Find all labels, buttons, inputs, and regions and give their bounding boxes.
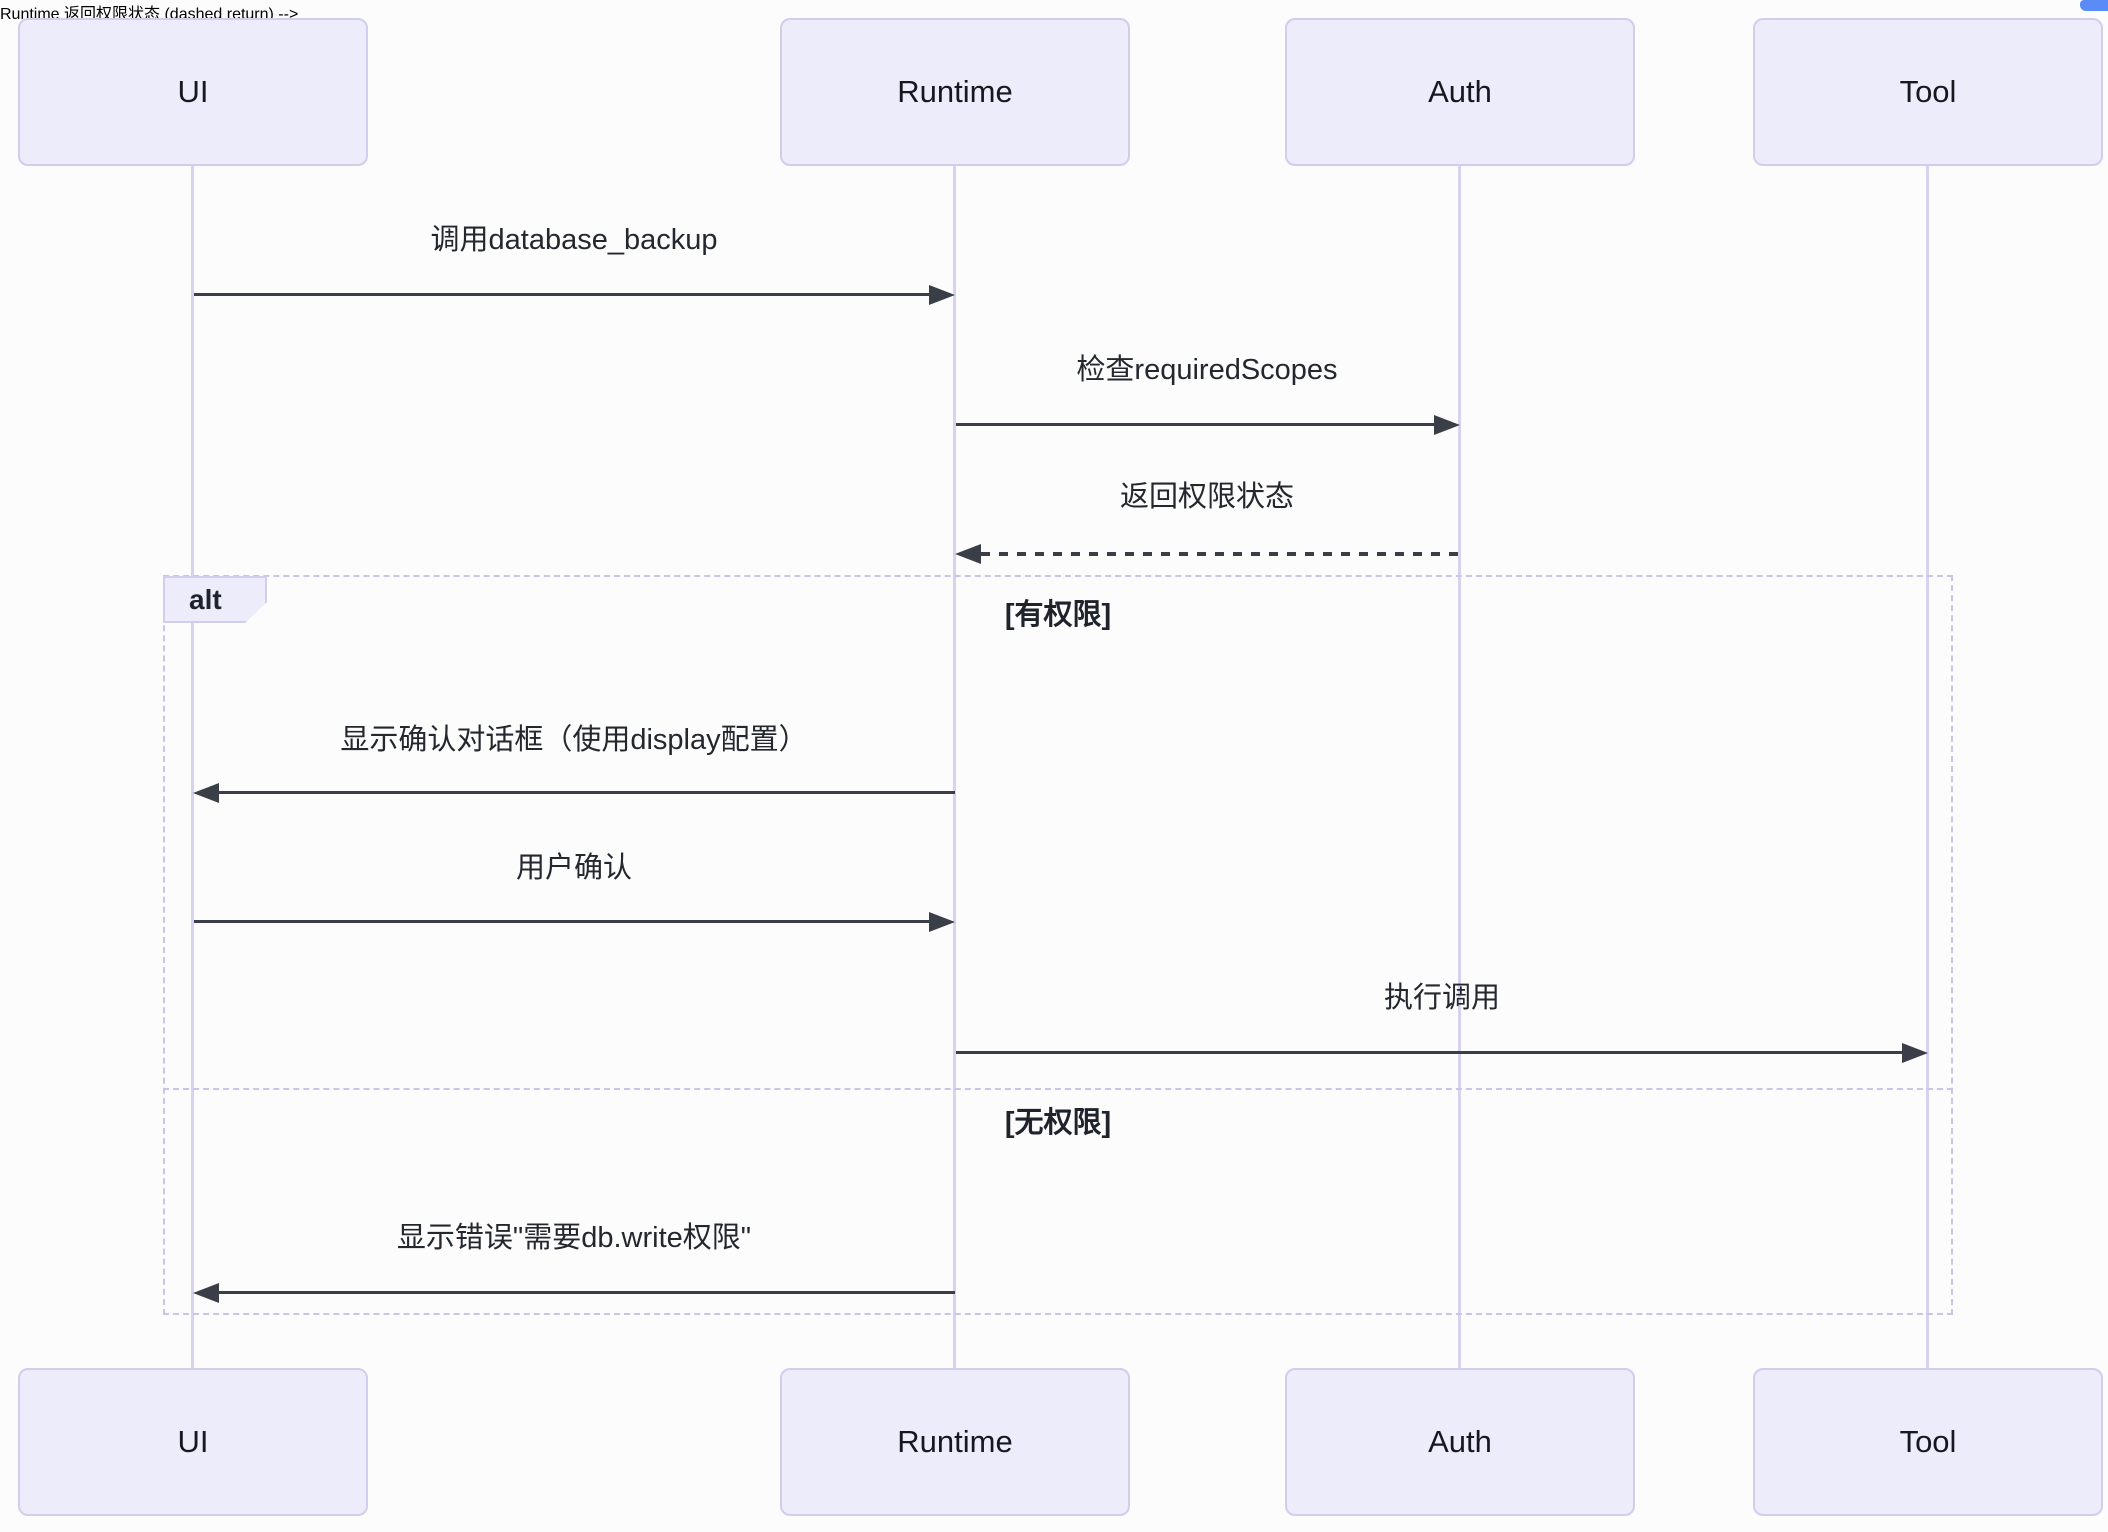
alt-label-text: alt [189, 583, 222, 615]
alt-frame-label: alt [163, 576, 267, 623]
participant-bottom-ui: UI [18, 1368, 368, 1516]
message-5-line [194, 920, 931, 923]
message-1-arrowhead-right [929, 285, 955, 305]
participant-label: Tool [1899, 1424, 1957, 1459]
alt-section-divider [163, 1088, 1953, 1090]
lifeline-runtime [953, 166, 956, 1368]
participant-bottom-tool: Tool [1753, 1368, 2103, 1516]
message-1-label: 调用database_backup [430, 224, 718, 256]
message-2-label: 检查requiredScopes [1076, 354, 1338, 386]
participant-label: Auth [1428, 74, 1492, 109]
corner-accent-chip[interactable] [2080, 0, 2108, 11]
alt-frame [163, 575, 1953, 1315]
participant-label: Runtime [897, 74, 1013, 109]
participant-label: Auth [1428, 1424, 1492, 1459]
participant-label: UI [177, 1424, 209, 1459]
message-5-arrowhead-right [929, 912, 955, 932]
message-2-arrowhead-right [1434, 415, 1460, 435]
participant-bottom-auth: Auth [1285, 1368, 1635, 1516]
participant-label: UI [177, 74, 209, 109]
lifeline-auth [1458, 166, 1461, 1368]
alt-condition-has-permission: [有权限] [1004, 599, 1112, 631]
message-4-line [217, 791, 955, 794]
message-1-line [194, 293, 931, 296]
participant-top-tool: Tool [1753, 18, 2103, 166]
participant-top-ui: UI [18, 18, 368, 166]
alt-condition-no-permission: [无权限] [1004, 1107, 1112, 1139]
message-3-line [981, 552, 1459, 556]
message-7-line [217, 1291, 955, 1294]
message-2-line [956, 423, 1436, 426]
message-7-arrowhead-left [193, 1283, 219, 1303]
message-7-label: 显示错误"需要db.write权限" [396, 1222, 752, 1254]
participant-top-runtime: Runtime [780, 18, 1130, 166]
participant-label: Runtime [897, 1424, 1013, 1459]
message-6-label: 执行调用 [1383, 982, 1501, 1014]
participant-bottom-runtime: Runtime [780, 1368, 1130, 1516]
lifeline-ui [191, 166, 194, 1368]
message-3-arrowhead-left [955, 544, 981, 564]
participant-label: Tool [1899, 74, 1957, 109]
message-4-arrowhead-left [193, 783, 219, 803]
message-5-label: 用户确认 [515, 852, 633, 884]
message-3-label: 返回权限状态 [1119, 481, 1295, 513]
message-6-line [956, 1051, 1902, 1054]
lifeline-tool [1926, 166, 1929, 1368]
message-4-label: 显示确认对话框（使用display配置） [340, 724, 808, 756]
message-6-arrowhead-right [1902, 1043, 1928, 1063]
participant-top-auth: Auth [1285, 18, 1635, 166]
